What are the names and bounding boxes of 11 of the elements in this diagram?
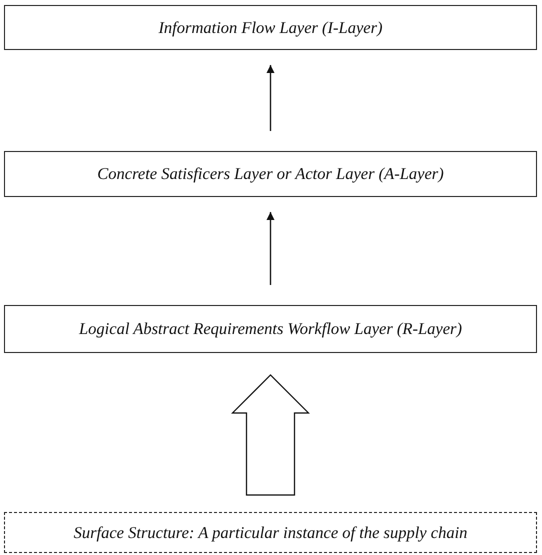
- arrow: [266, 65, 274, 131]
- layer-box: [4, 512, 537, 553]
- layer-box: [4, 5, 537, 50]
- layer-label: Concrete Satisficers Layer or Actor Layer (A-Layer): [97, 163, 444, 185]
- layer-box: [4, 151, 537, 197]
- layer-label: Logical Abstract Requirements Workflow Layer (R-Layer): [79, 318, 462, 340]
- layer-box: [4, 305, 537, 353]
- layer-label: Surface Structure: A particular instance of the supply chain: [74, 522, 468, 544]
- arrow: [266, 212, 274, 285]
- layer-label: Information Flow Layer (I-Layer): [158, 16, 383, 38]
- block-arrow: [231, 374, 310, 496]
